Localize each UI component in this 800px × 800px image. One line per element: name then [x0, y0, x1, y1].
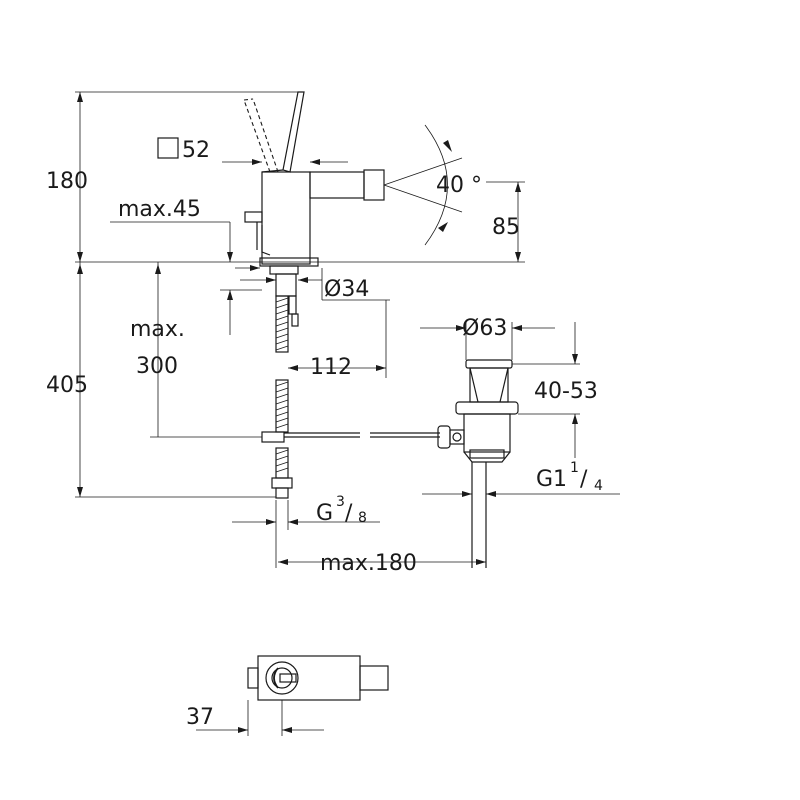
- label-max-180: max.180: [320, 551, 417, 576]
- label-85: 85: [492, 215, 520, 240]
- mixer-side-view: [243, 91, 440, 499]
- label-g: G: [316, 501, 333, 526]
- label-40-53: 40-53: [534, 379, 598, 404]
- label-square-52: 52: [182, 138, 210, 163]
- svg-text:/: /: [580, 467, 588, 492]
- svg-text:/: /: [345, 501, 353, 526]
- mixer-top-view: [196, 655, 389, 736]
- popup-waste: [437, 359, 519, 568]
- hose-hatch-upper: [275, 297, 289, 351]
- label-300: 300: [136, 354, 178, 379]
- label-dia-34: Ø34: [324, 277, 369, 302]
- label-max-45: max.45: [118, 197, 201, 222]
- label-max: max.: [130, 317, 185, 342]
- label-g-num: 3: [336, 494, 345, 510]
- dimension-lines: [75, 91, 620, 568]
- label-180: 180: [46, 169, 88, 194]
- hose-hatch-middle: [275, 381, 289, 429]
- label-37: 37: [186, 705, 214, 730]
- label-dia-63: Ø63: [462, 316, 507, 341]
- square-52-label: 52: [157, 137, 210, 163]
- label-g1: G1: [536, 467, 567, 492]
- label-g-den: 8: [358, 510, 367, 526]
- label-405: 405: [46, 373, 88, 398]
- label-g1-den: 4: [594, 478, 603, 494]
- label-g1-num: 1: [570, 460, 579, 476]
- label-angle-40: 40 °: [436, 173, 482, 198]
- square-symbol-icon: [157, 137, 179, 159]
- label-g1-1-4: G1 1 / 4: [536, 460, 603, 494]
- label-112: 112: [310, 355, 352, 380]
- hose-hatch-lower: [275, 449, 289, 473]
- label-g-3-8: G 3 / 8: [316, 494, 367, 526]
